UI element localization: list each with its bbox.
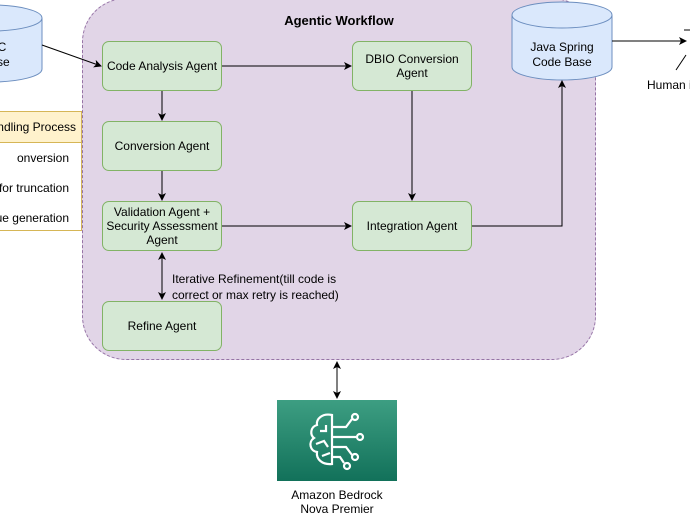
arrow-integration-to-java: [472, 80, 566, 227]
code-analysis-agent[interactable]: Code Analysis Agent: [102, 41, 222, 91]
process-table-row: ue generation: [0, 211, 69, 225]
integration-agent[interactable]: Integration Agent: [352, 201, 472, 251]
legacy-code-base: acy Ce Base: [0, 40, 10, 69]
conversion-agent[interactable]: Conversion Agent: [102, 121, 222, 171]
human-figure-icon: [675, 54, 687, 71]
process-table-header: ndling Process: [0, 112, 81, 143]
human-label: Human i: [647, 78, 690, 92]
workflow-title: Agentic Workflow: [284, 13, 394, 28]
bedrock-icon: [277, 400, 397, 481]
arrow-legacy-to-code-analysis: [41, 44, 102, 68]
brain-circuit-icon: [309, 412, 365, 470]
process-table: ndling Process onversion for truncation …: [0, 111, 82, 231]
refine-agent[interactable]: Refine Agent: [102, 301, 222, 351]
legacy-database-icon: [0, 4, 43, 83]
process-table-row: for truncation: [0, 181, 69, 195]
process-table-row: onversion: [16, 151, 69, 165]
java-database-icon: [511, 1, 613, 81]
